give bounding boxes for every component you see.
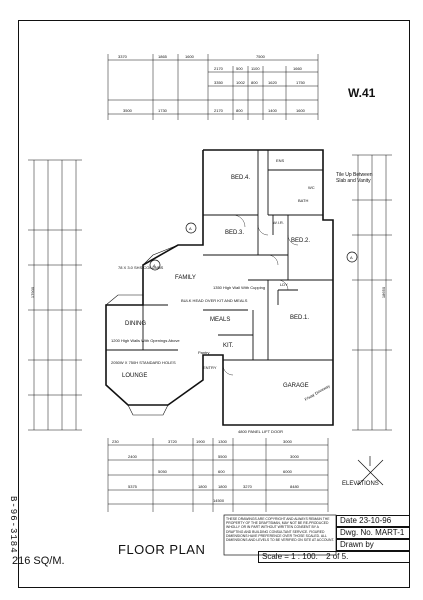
right-dimension-lines xyxy=(352,154,392,431)
dim-top-2a: 2170 xyxy=(214,66,223,71)
marker-a-1: A xyxy=(189,226,192,231)
dim-top-1d: 7500 xyxy=(256,54,265,59)
door-note: 2050W X 750H STANDARD HOLES xyxy=(111,360,176,365)
dining-wall-note: 1200 High Walls With Openings Above xyxy=(111,338,180,343)
dim-top-2c: 1100 xyxy=(251,66,260,71)
room-bed3: BED.3. xyxy=(225,230,245,236)
wall-cupping-note: 1350 High Wall With Cupping xyxy=(213,285,266,290)
dim-left-total: 17900 xyxy=(30,286,36,299)
room-entry: ENTRY xyxy=(203,365,217,370)
elevations-label: ELEVATIONS xyxy=(342,481,379,487)
internal-walls xyxy=(106,150,333,361)
dim-bot-4e: 8480 xyxy=(290,484,299,489)
room-bed4: BED.4. xyxy=(231,175,251,181)
drawing-serial: B-96-3184 xyxy=(8,496,18,554)
dim-bot-4a: 5375 xyxy=(128,484,137,489)
pantry-note: Pantry xyxy=(198,350,210,355)
wir-note: W.I.R. xyxy=(273,220,284,225)
dim-top-4a: 3500 xyxy=(123,108,132,113)
room-kit: KIT. xyxy=(223,343,234,349)
sheet-border xyxy=(18,20,410,588)
dim-top-1a: 3370 xyxy=(118,54,127,59)
floor-area: 216 SQ/M. xyxy=(12,555,65,567)
room-lounge: LOUNGE xyxy=(122,373,148,379)
dim-bot-3b: 5500 xyxy=(218,454,227,459)
dim-bot-3a: 2400 xyxy=(128,454,137,459)
room-bath: BATH xyxy=(298,198,309,203)
dim-top-3d: 1620 xyxy=(268,80,277,85)
title-date: Date 23-10-96 xyxy=(336,515,410,527)
title-scale: Scale = 1 : 100. xyxy=(262,552,318,561)
dim-top-4c: 2170 xyxy=(214,108,223,113)
dim-top-4f: 1600 xyxy=(296,108,305,113)
dim-bot-4d: 3270 xyxy=(243,484,252,489)
tile-note: Tile Up Between Slab and Vanity xyxy=(336,172,373,184)
dim-top-2b: 500 xyxy=(236,66,243,71)
dim-bot-1b: 3720 xyxy=(168,439,177,444)
room-bed2: BED.2. xyxy=(291,238,311,244)
dim-top-4d: 800 xyxy=(236,108,243,113)
section-markers xyxy=(149,222,358,271)
columns-note: 78 X 3.0 SHS COLUMNS xyxy=(118,265,164,270)
dim-bot-total: 14500 xyxy=(213,498,225,503)
copyright-note: These drawings are copyright and always … xyxy=(226,517,335,543)
dim-bot-4c: 1800 xyxy=(218,484,227,489)
marker-a-2: A xyxy=(153,263,156,268)
dim-bot-1e: 3000 xyxy=(283,439,292,444)
dim-top-3e: 1750 xyxy=(296,80,305,85)
dim-bot-1a: 230 xyxy=(112,439,119,444)
dim-top-1b: 1865 xyxy=(158,54,167,59)
dim-bot-2a: 5050 xyxy=(158,469,167,474)
title-drawn-by: Drawn by xyxy=(336,539,410,551)
floor-plan-drawing xyxy=(28,54,392,556)
dim-bot-3c: 3000 xyxy=(290,454,299,459)
garage-door-note: 4800 PANEL LIFT DOOR xyxy=(238,429,284,434)
dim-bot-4b: 1800 xyxy=(198,484,207,489)
room-ldy: LDY xyxy=(280,282,288,287)
dim-right-total: 18650 xyxy=(381,286,387,299)
bay-windows xyxy=(105,244,179,416)
door-swings xyxy=(222,214,299,376)
sheet-number: W.41 xyxy=(348,86,376,100)
room-ens: ENS xyxy=(276,158,285,163)
bulkhead-note: BULK HEAD OVER KIT AND MEALS xyxy=(181,298,248,303)
dim-bot-1d: 1300 xyxy=(218,439,227,444)
dim-top-1c: 1600 xyxy=(185,54,194,59)
room-wc: WC xyxy=(308,185,315,190)
dim-bot-2b: 600 xyxy=(218,469,225,474)
title-scale-row: Scale = 1 : 100. 2 of 5. xyxy=(258,551,410,563)
elevations-symbol xyxy=(357,456,384,486)
room-garage: GARAGE xyxy=(283,383,309,389)
drawing-title: FLOOR PLAN xyxy=(118,542,206,557)
dim-top-4b: 1730 xyxy=(158,108,167,113)
dim-top-3b: 1002 xyxy=(236,80,245,85)
dim-top-3c: 800 xyxy=(251,80,258,85)
top-dimension-lines xyxy=(107,54,319,120)
room-dining: DINING xyxy=(125,321,146,327)
bottom-dimension-lines xyxy=(107,438,329,512)
room-family: FAMILY xyxy=(175,275,196,281)
room-meals: MEALS xyxy=(210,317,231,323)
room-bed1: BED.1. xyxy=(290,315,310,321)
left-dimension-lines xyxy=(28,159,82,431)
dim-bot-2c: 6000 xyxy=(283,469,292,474)
title-page: 2 of 5. xyxy=(326,552,349,561)
dim-top-3a: 3350 xyxy=(214,80,223,85)
dim-bot-1c: 1900 xyxy=(196,439,205,444)
dim-top-2d: 1660 xyxy=(293,66,302,71)
drawing-sheet: W.41 Tile Up Between Slab and Vanity ELE… xyxy=(8,20,414,592)
outer-walls xyxy=(105,149,334,426)
dim-top-4e: 1400 xyxy=(268,108,277,113)
title-dwg-no: Dwg. No. MART-1 xyxy=(336,527,410,539)
marker-a-3: A xyxy=(350,255,353,260)
